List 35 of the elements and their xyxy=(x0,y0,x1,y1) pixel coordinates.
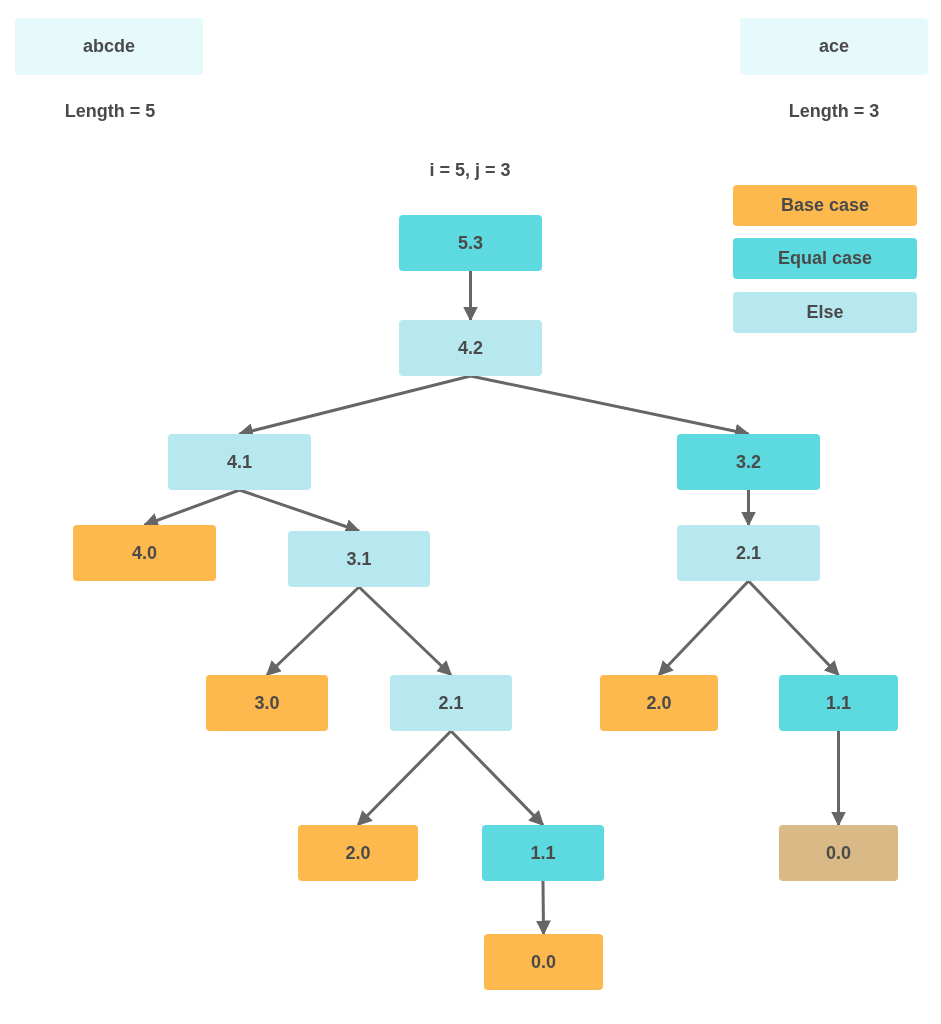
label-text: Length = 3 xyxy=(787,99,881,123)
tree-node-box: 4.1 xyxy=(168,434,311,490)
label-text: i = 5, j = 3 xyxy=(428,158,512,182)
arrow xyxy=(535,881,551,936)
tree-node-box: 2.0 xyxy=(600,675,718,731)
legend-swatch: Equal case xyxy=(733,238,917,279)
tree-node-box: 5.3 xyxy=(399,215,542,271)
label-text: Length = 5 xyxy=(63,99,157,123)
arrow xyxy=(463,271,478,322)
tree-node-box: abcde xyxy=(15,18,203,75)
arrow xyxy=(449,729,545,827)
tree-node-box: 4.0 xyxy=(73,525,216,581)
tree-node-box: 0.0 xyxy=(779,825,898,881)
arrow xyxy=(741,490,756,527)
tree-node-box: 4.2 xyxy=(399,320,542,376)
arrow xyxy=(356,729,453,827)
tree-node-box: 3.2 xyxy=(677,434,820,490)
arrow xyxy=(143,488,240,528)
legend-swatch: Else xyxy=(733,292,917,333)
arrow xyxy=(239,488,361,534)
arrow xyxy=(831,731,846,827)
tree-node-box: ace xyxy=(740,18,928,75)
tree-node-box: 3.0 xyxy=(206,675,328,731)
tree-node-box: 1.1 xyxy=(779,675,898,731)
tree-node-box: 2.0 xyxy=(298,825,418,881)
legend-swatch: Base case xyxy=(733,185,917,226)
arrow xyxy=(657,579,750,677)
arrow xyxy=(357,585,453,677)
tree-node-box: 0.0 xyxy=(484,934,603,990)
arrow xyxy=(747,579,840,677)
tree-node-box: 2.1 xyxy=(390,675,512,731)
tree-node-box: 3.1 xyxy=(288,531,430,587)
tree-node-box: 1.1 xyxy=(482,825,604,881)
arrow xyxy=(265,585,361,677)
tree-node-box: 2.1 xyxy=(677,525,820,581)
